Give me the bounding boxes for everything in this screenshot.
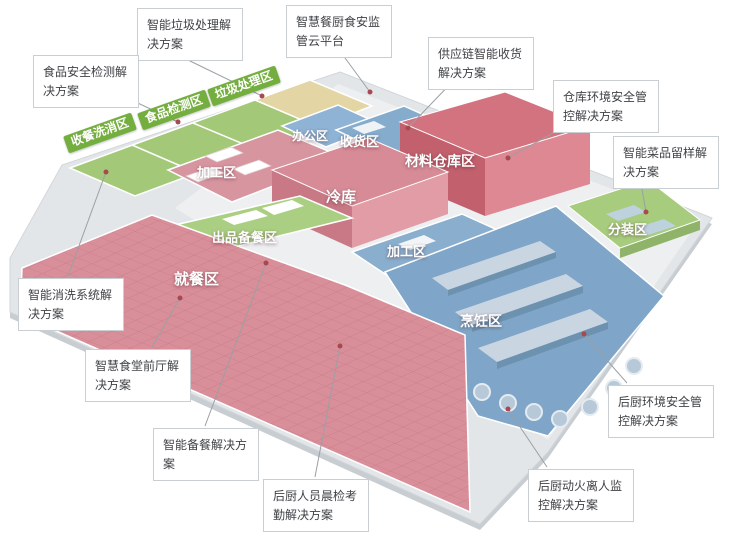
callout-meal-prep[interactable]: 智能备餐解决方案 [153,428,259,482]
callout-fire-watch[interactable]: 后厨动火离人监控解决方案 [528,469,634,523]
callout-label: 食品安全检测解决方案 [43,65,128,98]
zone-label-dining: 就餐区 [174,271,220,288]
callout-label: 智能菜品留样解决方案 [623,146,708,179]
processing1-equipment [185,146,272,183]
callout-label: 后厨动火离人监控解决方案 [538,479,623,512]
zone-packing-platform [566,179,702,258]
cooking-equipment [432,241,643,428]
callout-supply-receiving[interactable]: 供应链智能收货解决方案 [428,37,534,91]
callout-label: 智能消洗系统解决方案 [28,288,113,321]
zone-label-cold: 冷库 [326,189,357,206]
callout-waste-solution[interactable]: 智能垃圾处理解决方案 [137,8,243,62]
callout-warehouse-environment[interactable]: 仓库环境安全管控解决方案 [553,80,659,134]
callout-label: 供应链智能收货解决方案 [438,47,523,80]
receiving-equipment [352,121,386,134]
zone-label-warehouse: 材料仓库区 [405,153,475,169]
zone-label-office: 办公区 [292,129,329,143]
serving-equipment [222,200,304,225]
callout-dish-sample[interactable]: 智能菜品留样解决方案 [613,136,719,190]
zone-label-cooking: 烹饪区 [460,313,502,329]
zone-label-packing: 分装区 [608,222,648,237]
zone-label-serving: 出品备餐区 [212,230,278,245]
zone-warehouse-block [398,91,592,216]
leader-dots [103,89,649,412]
callout-label: 智能垃圾处理解决方案 [147,18,232,51]
zone-label-processing1: 加工区 [197,165,237,180]
callout-washing-system[interactable]: 智能消洗系统解决方案 [18,278,124,332]
callout-label: 仓库环境安全管控解决方案 [563,90,648,123]
leader-lines [67,46,647,478]
callout-front-hall[interactable]: 智慧食堂前厅解决方案 [85,349,191,403]
callout-morning-check[interactable]: 后厨人员晨检考勤解决方案 [263,479,369,533]
callout-label: 智能备餐解决方案 [163,438,248,471]
callout-label: 智慧食堂前厅解决方案 [95,359,180,392]
callout-label: 智慧餐厨食安监管云平台 [296,15,381,48]
callout-food-safety-testing[interactable]: 食品安全检测解决方案 [33,55,139,109]
zone-label-receiving: 收货区 [340,134,380,149]
callout-cloud-platform[interactable]: 智慧餐厨食安监管云平台 [286,5,392,59]
callout-label: 后厨环境安全管控解决方案 [618,395,703,428]
callout-kitchen-environment[interactable]: 后厨环境安全管控解决方案 [608,385,714,439]
zone-label-processing2: 加工区 [387,244,427,259]
callout-label: 后厨人员晨检考勤解决方案 [273,489,358,522]
